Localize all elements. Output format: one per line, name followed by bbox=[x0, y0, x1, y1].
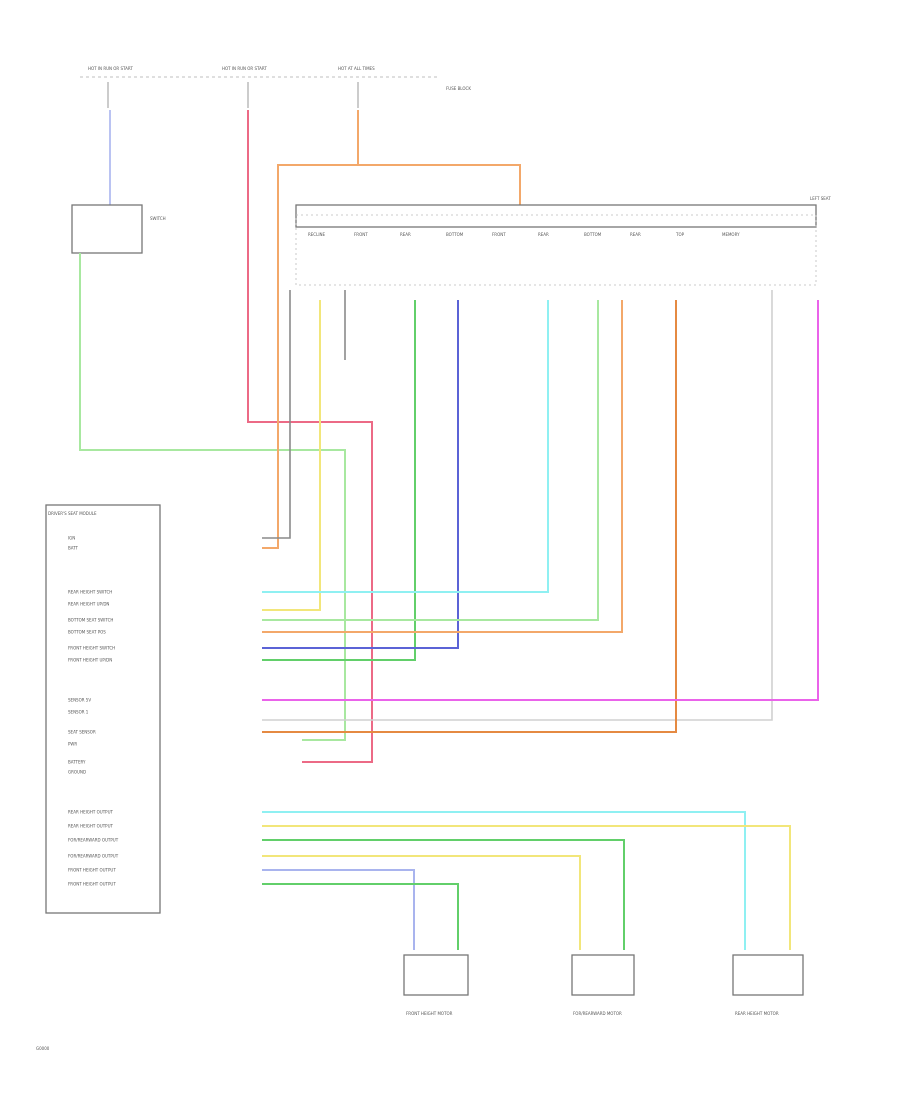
switch-label: TOP bbox=[675, 232, 685, 237]
module-pin-label: PWR bbox=[68, 742, 77, 747]
module-pin-label: BOTTOM SEAT SWITCH bbox=[68, 618, 113, 623]
fuse-label-1: HOT IN RUN OR START bbox=[88, 66, 133, 71]
front-height-motor bbox=[403, 954, 469, 996]
module-pin-label: REAR HEIGHT OUTPUT bbox=[68, 810, 113, 815]
seat-module: DRIVER'S SEAT MODULE bbox=[45, 504, 161, 914]
module-pin-label: SENSOR 1 bbox=[68, 710, 89, 715]
fuse-label-3: HOT AT ALL TIMES bbox=[338, 66, 375, 71]
switch-label: RECLINE bbox=[308, 232, 326, 237]
module-pin-label: FRONT HEIGHT SWITCH bbox=[68, 646, 115, 651]
module-pin-label: SEAT SENSOR bbox=[68, 730, 96, 735]
red-feed bbox=[247, 110, 373, 763]
seat-switch-assembly: LEFT SEAT bbox=[295, 196, 831, 286]
footer-code: G0000 bbox=[36, 1046, 50, 1051]
green-feed bbox=[79, 253, 346, 741]
left-ign-wire: SWITCH bbox=[71, 110, 166, 254]
sensor-block-label: LEFT SEAT bbox=[810, 196, 831, 201]
module-pin-label: IGN bbox=[68, 536, 75, 541]
switch-output-wires bbox=[262, 300, 819, 733]
switch-labels: RECLINE FRONT REAR BOTTOM FRONT REAR BOTTOM REA… bbox=[308, 232, 740, 237]
for-rearward-motor bbox=[571, 954, 635, 996]
fuse-label-2: HOT IN RUN OR START bbox=[222, 66, 267, 71]
switch-label: FRONT bbox=[492, 232, 506, 237]
motor-label-2: FOR/REARWARD MOTOR bbox=[573, 1011, 622, 1016]
switch-label: FRONT bbox=[354, 232, 368, 237]
switch-label: REAR bbox=[630, 232, 641, 237]
switch-label: BOTTOM bbox=[446, 232, 464, 237]
module-pin-label: FRONT HEIGHT OUTPUT bbox=[68, 882, 116, 887]
motor-label-1: FRONT HEIGHT MOTOR bbox=[406, 1011, 453, 1016]
module-pin-label: REAR HEIGHT UP/DN bbox=[68, 602, 109, 607]
ground-path bbox=[262, 290, 773, 721]
module-label: DRIVER'S SEAT MODULE bbox=[48, 511, 97, 516]
fuse-block: HOT IN RUN OR START HOT IN RUN OR START … bbox=[80, 66, 471, 108]
motor-output-wires bbox=[262, 811, 791, 950]
orange-feed bbox=[262, 110, 521, 549]
module-pin-label: REAR HEIGHT OUTPUT bbox=[68, 824, 113, 829]
module-pin-label: FOR/REARWARD OUTPUT bbox=[68, 838, 119, 843]
module-pin-label: SENSOR 5V bbox=[68, 698, 91, 703]
module-pins: IGN BATT REAR HEIGHT SWITCH REAR HEIGHT UP/… bbox=[68, 536, 119, 887]
switch-label: REAR bbox=[400, 232, 411, 237]
motors: FRONT HEIGHT MOTOR FOR/REARWARD MOTOR RE… bbox=[403, 954, 804, 1016]
switch-block-label: SWITCH bbox=[150, 216, 166, 221]
module-pin-label: BATT bbox=[68, 546, 79, 551]
motor-label-3: REAR HEIGHT MOTOR bbox=[735, 1011, 779, 1016]
module-pin-label: FOR/REARWARD OUTPUT bbox=[68, 854, 119, 859]
module-pin-label: REAR HEIGHT SWITCH bbox=[68, 590, 112, 595]
switch-label: MEMORY bbox=[722, 232, 740, 237]
module-pin-label: FRONT HEIGHT OUTPUT bbox=[68, 868, 116, 873]
rear-height-motor bbox=[732, 954, 804, 996]
fuse-label-4: FUSE BLOCK bbox=[446, 86, 471, 91]
switch-label: BOTTOM bbox=[584, 232, 602, 237]
module-pin-label: BATTERY bbox=[68, 760, 86, 765]
switch-label: REAR bbox=[538, 232, 549, 237]
module-pin-label: FRONT HEIGHT UP/DN bbox=[68, 658, 112, 663]
module-pin-label: BOTTOM SEAT POS bbox=[68, 630, 106, 635]
module-pin-label: GROUND bbox=[68, 770, 86, 775]
